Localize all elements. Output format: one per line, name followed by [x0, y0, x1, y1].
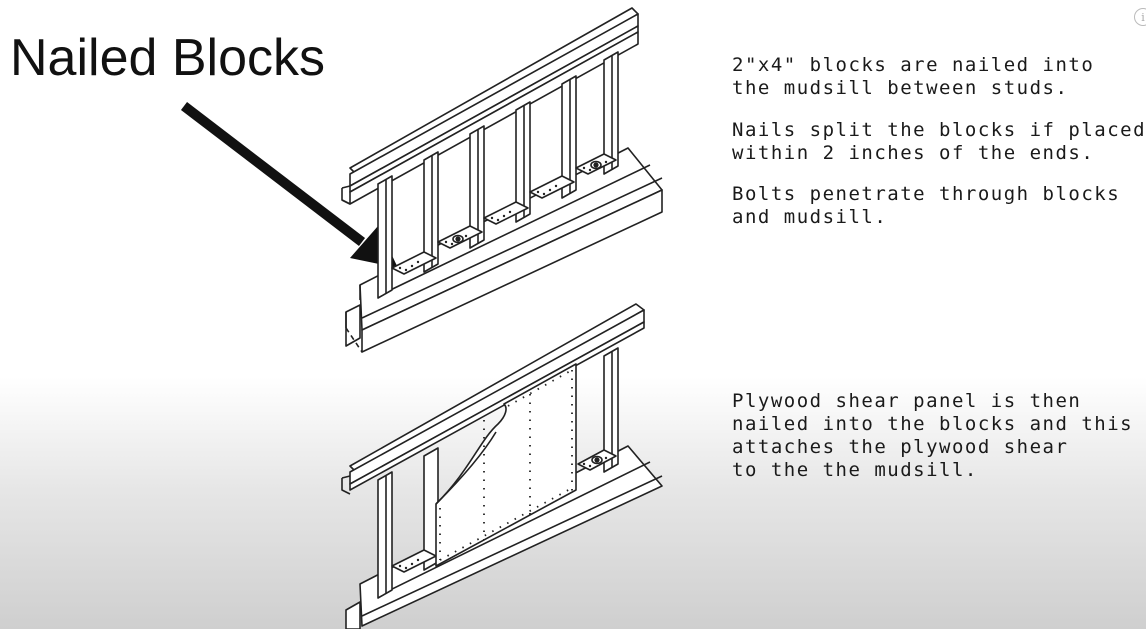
note-line: Plywood shear panel is then	[732, 390, 1082, 412]
note-line: the mudsill between studs.	[732, 77, 1069, 99]
note-line: attaches the plywood shear	[732, 436, 1069, 458]
anchor-bolt-lower	[591, 455, 603, 465]
note-line: nailed into the blocks and this	[732, 413, 1134, 435]
note-line: and mudsill.	[732, 206, 888, 228]
bottom-wall-assembly	[341, 303, 663, 629]
nail-dots-bottom	[398, 456, 608, 570]
top-wall-assembly	[341, 7, 663, 353]
mudsill	[345, 147, 663, 353]
plywood-panel	[435, 363, 577, 567]
mudsill-lower	[345, 445, 663, 629]
anchor-bolts	[452, 160, 602, 244]
note-line: to the the mudsill.	[732, 459, 978, 481]
note-line: 2"x4" blocks are nailed into	[732, 54, 1095, 76]
note-nails: Nails split the blocks if placed within …	[732, 119, 1146, 165]
note-blocks: 2"x4" blocks are nailed into the mudsill…	[732, 54, 1146, 100]
studs-lower	[377, 347, 619, 599]
note-line: Nails split the blocks if placed	[732, 119, 1146, 141]
top-plate	[341, 7, 639, 205]
note-plywood: Plywood shear panel is then nailed into …	[732, 390, 1146, 482]
nail-dots-top	[398, 160, 608, 272]
info-icon[interactable]: i	[1134, 8, 1146, 26]
studs	[377, 51, 619, 299]
callout-heading: Nailed Blocks	[10, 29, 326, 87]
note-bolts: Bolts penetrate through blocks and mudsi…	[732, 183, 1146, 229]
note-line: within 2 inches of the ends.	[732, 142, 1095, 164]
note-line: Bolts penetrate through blocks	[732, 183, 1121, 205]
top-plate-lower	[341, 303, 645, 495]
